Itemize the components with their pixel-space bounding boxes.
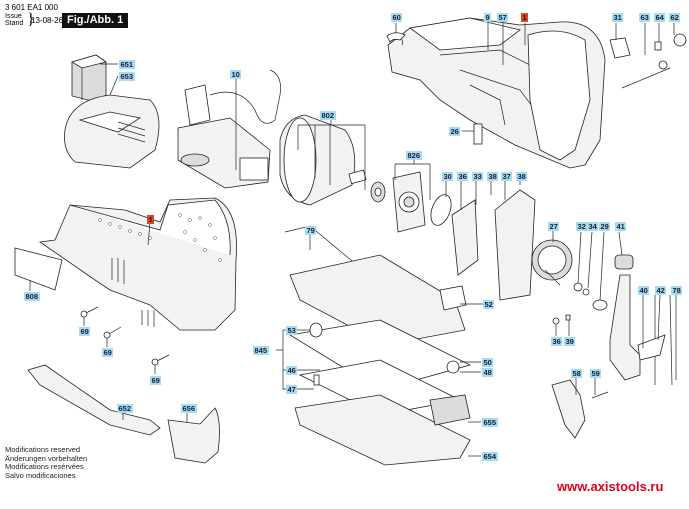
issue-labels: Issue Stand [5,13,23,27]
battery-charger [64,94,160,169]
part-label-9[interactable]: 9 [484,13,492,22]
note-en: Modifications reserved [5,445,81,454]
part-label-652[interactable]: 652 [117,404,133,413]
part-label-58[interactable]: 58 [571,369,583,378]
figure-badge: Fig./Abb. 1 [62,13,129,28]
blade-holder [551,379,586,439]
part-label-656[interactable]: 656 [181,404,197,413]
battery-pack [71,54,107,103]
small-pin [565,314,571,321]
part-label-1-top[interactable]: 1 [521,13,529,22]
part-label-653[interactable]: 653 [119,72,135,81]
pin-59 [591,391,609,399]
part-label-826[interactable]: 826 [406,151,422,160]
guide-plate [451,199,479,276]
switch-module [177,69,281,189]
brace-symbol: } [27,11,35,28]
part-label-53[interactable]: 53 [286,326,298,335]
note-fr: Modifications resérvées [5,462,84,471]
part-label-63[interactable]: 63 [639,13,651,22]
part-label-40[interactable]: 40 [638,286,650,295]
screws [80,306,170,366]
roller [614,254,634,270]
note-es: Salvo modificaciones [5,470,76,480]
part-label-845[interactable]: 845 [253,346,269,355]
part-label-60[interactable]: 60 [391,13,403,22]
stroke-rod-lever [609,274,641,381]
part-label-69-b[interactable]: 69 [102,348,114,357]
part-label-655[interactable]: 655 [482,418,498,427]
part-label-654[interactable]: 654 [482,452,498,461]
part-label-26[interactable]: 26 [449,127,461,136]
stroke-rod-guide [494,189,536,301]
part-label-36-bottom[interactable]: 36 [551,337,563,346]
bearing-holder [392,171,426,233]
label-plate [14,247,63,291]
part-label-38-b[interactable]: 38 [516,172,528,181]
counterweight-disc [430,194,452,226]
part-label-651[interactable]: 651 [119,60,135,69]
part-label-808[interactable]: 808 [24,292,40,301]
part-label-38-a[interactable]: 38 [487,172,499,181]
part-label-36-top[interactable]: 36 [457,172,469,181]
part-label-69-c[interactable]: 69 [150,376,162,385]
issue-label-en: Issue [5,13,22,20]
part-label-802[interactable]: 802 [320,111,336,120]
motor [279,114,386,206]
part-label-46[interactable]: 46 [286,366,298,375]
base-plate-assembly [288,254,472,466]
part-label-32[interactable]: 32 [576,222,588,231]
modification-notes: Modifications reserved Änderungen vorbeh… [5,445,88,480]
vacuum-adapter [27,364,161,436]
part-label-48[interactable]: 48 [482,368,494,377]
part-label-69-a[interactable]: 69 [79,327,91,336]
part-label-33[interactable]: 33 [472,172,484,181]
part-label-37[interactable]: 37 [501,172,513,181]
housing-half-right [386,17,606,169]
washer [573,282,583,292]
part-label-29[interactable]: 29 [599,222,611,231]
ventilation-dots [98,213,222,262]
part-label-47[interactable]: 47 [286,385,298,394]
note-de: Änderungen vorbehalten [5,453,88,463]
pendulum-lever [637,334,666,361]
leader-lines [29,23,677,457]
plunger-rod [609,33,687,89]
part-label-78[interactable]: 78 [671,286,683,295]
part-label-42[interactable]: 42 [655,286,667,295]
retaining-ring [582,288,590,296]
bearing-29 [592,299,608,311]
part-label-39[interactable]: 39 [564,337,576,346]
part-label-1-left[interactable]: 1 [147,215,155,224]
part-label-59[interactable]: 59 [590,369,602,378]
part-label-52[interactable]: 52 [483,300,495,309]
part-label-27[interactable]: 27 [548,222,560,231]
part-label-57[interactable]: 57 [497,13,509,22]
clip-part [473,123,483,145]
website-link[interactable]: www.axistools.ru [557,479,664,494]
chip-guard [167,407,220,464]
housing-half-left [38,197,237,331]
document-code: 3 601 EA1 000 [5,3,58,12]
issue-date: 13-08-26 [31,16,64,25]
part-label-31[interactable]: 31 [612,13,624,22]
part-label-62[interactable]: 62 [669,13,681,22]
part-label-79[interactable]: 79 [305,226,317,235]
issue-label-de: Stand [5,20,24,27]
part-label-10[interactable]: 10 [230,70,242,79]
washer-small [552,317,560,325]
part-label-34[interactable]: 34 [587,222,599,231]
part-label-30[interactable]: 30 [442,172,454,181]
part-label-64[interactable]: 64 [654,13,666,22]
part-label-41[interactable]: 41 [615,222,627,231]
drive-gear [531,239,573,286]
part-label-50[interactable]: 50 [482,358,494,367]
